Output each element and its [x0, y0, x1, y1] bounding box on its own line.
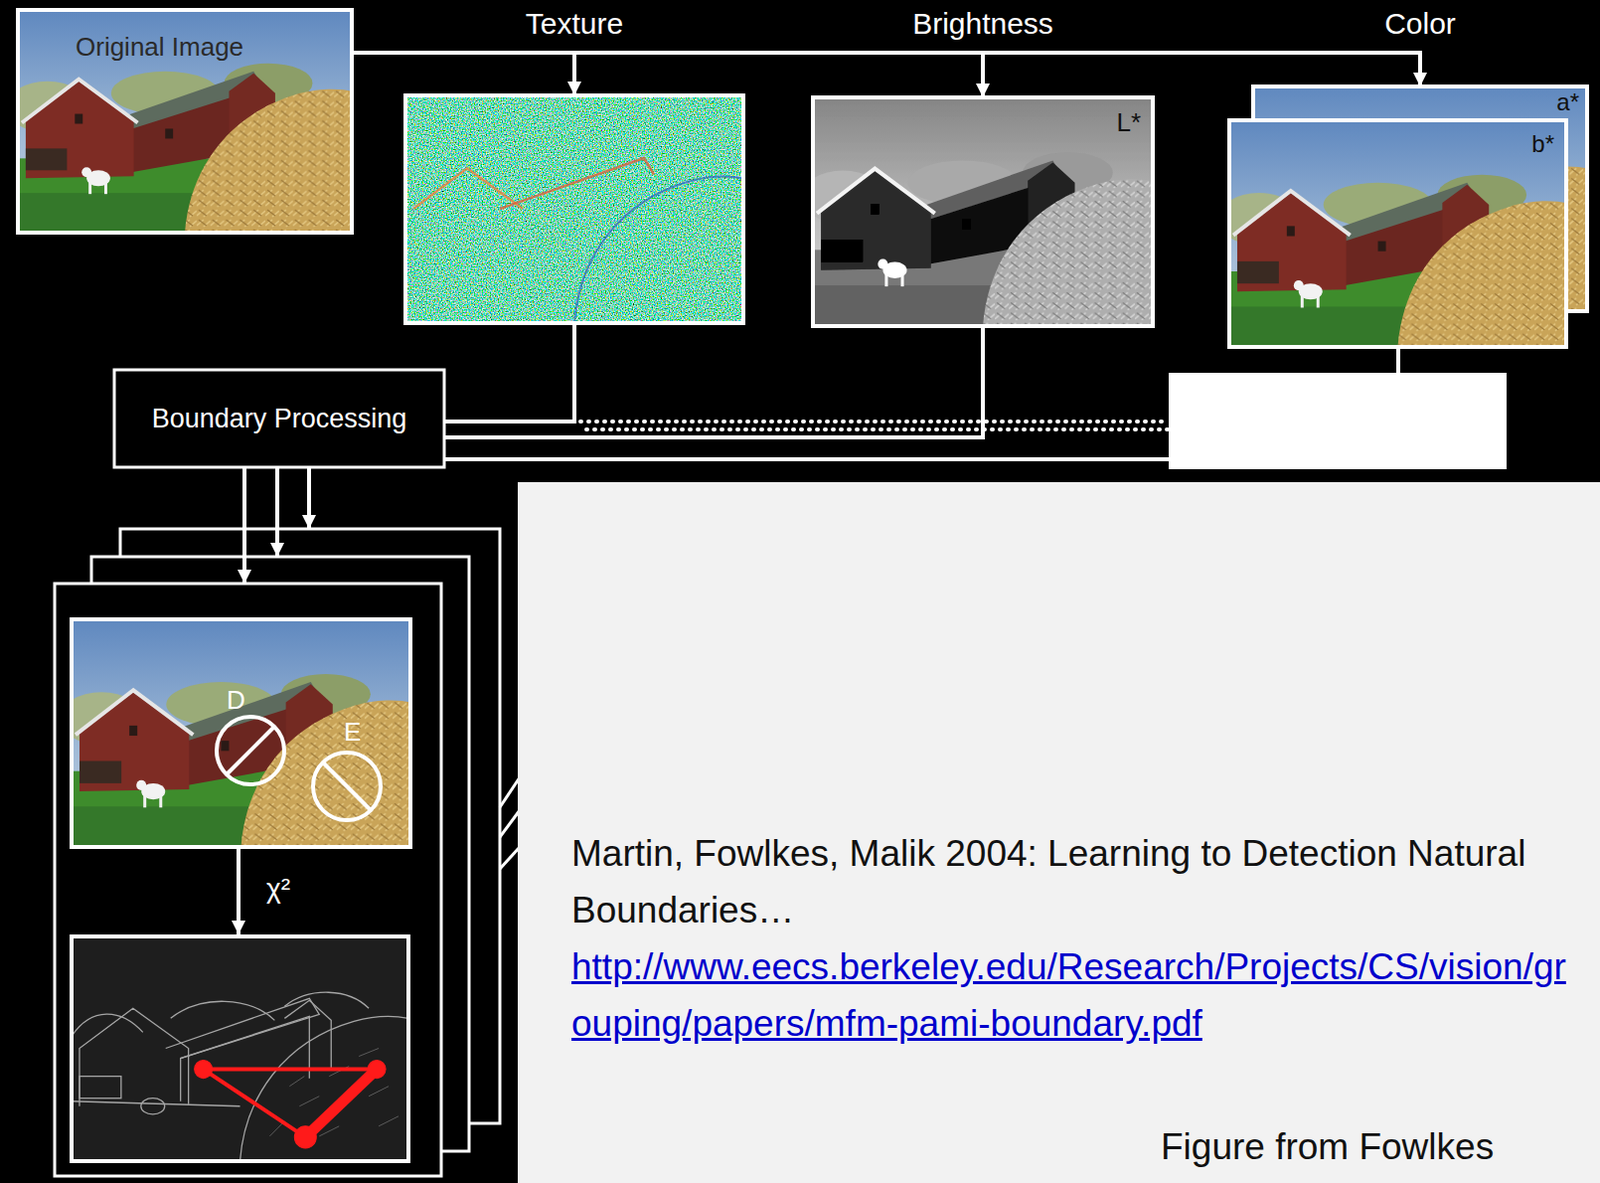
illustration-part: [71, 936, 409, 1161]
illustration-part: [71, 619, 411, 847]
image-box: Original Image: [17, 9, 352, 233]
illustration-part: [71, 991, 369, 1036]
illustration-part: [313, 752, 381, 820]
illustration-part: [180, 1015, 311, 1101]
channel-heading: Color: [1253, 5, 1588, 42]
illustration-part: [141, 1098, 165, 1115]
illustration-part: [203, 1067, 377, 1072]
connector: [351, 52, 1421, 87]
illustration-part: [499, 777, 520, 807]
process-label: Boundary Processing: [114, 369, 445, 468]
illustration-part: [54, 583, 442, 1176]
channel-image: BrightnessL*: [812, 97, 1153, 326]
citation-link: http://www.eecs.berkeley.edu/Research/Pr…: [571, 938, 1576, 1052]
illustration-part: [71, 936, 409, 1161]
illustration-part: [240, 1015, 410, 1161]
illustration-part: [71, 1101, 241, 1107]
illustration-part: [79, 1007, 189, 1106]
illustration-part: [59, 619, 411, 847]
illustration-part: [5, 9, 352, 233]
illustration-part: [269, 1047, 399, 1135]
illustration-part: [322, 762, 371, 810]
illustration-part: [812, 97, 1153, 326]
illustration-part: [59, 619, 411, 847]
figure-credit: Figure from Fowlkes: [1160, 1118, 1494, 1175]
channel-image: b*: [1229, 120, 1567, 347]
illustration-part: [17, 9, 352, 233]
connector: [351, 52, 983, 98]
illustration-part: [194, 1060, 386, 1148]
illustration-part: [307, 467, 312, 529]
connector: [444, 325, 983, 438]
connector: [351, 52, 575, 96]
connector: [242, 467, 247, 584]
illustration-part: [1217, 120, 1567, 347]
illustration-part: [580, 419, 1169, 424]
illustration-part: [216, 716, 285, 785]
illustration-part: [405, 95, 744, 323]
illustration-part: [800, 97, 1153, 326]
disc-image: DE: [71, 619, 411, 847]
channel-tag: L*: [1116, 107, 1141, 139]
illustration-part: [499, 809, 520, 837]
illustration-part: [800, 97, 1153, 326]
disc-label: E: [343, 716, 361, 748]
illustration-part: [499, 846, 520, 869]
illustration-part: [294, 1125, 317, 1148]
channel-image: Texture: [405, 95, 744, 323]
illustration-part: [226, 726, 275, 775]
cover-box: [1168, 372, 1507, 470]
image-title: Original Image: [75, 31, 244, 63]
connector: [444, 322, 575, 422]
illustration-part: [236, 848, 241, 935]
illustration-part: [5, 9, 352, 233]
illustration-part: [405, 95, 744, 323]
disc-label: D: [226, 684, 246, 716]
illustration-part: [367, 1060, 386, 1079]
illustration-part: [284, 999, 331, 1068]
illustration-part: [586, 427, 1169, 432]
channel-tag: b*: [1531, 130, 1555, 160]
channel-heading: Brightness: [812, 5, 1153, 42]
operator-label: χ²: [266, 871, 291, 906]
illustration-part: [800, 97, 1153, 326]
illustration-part: [305, 1069, 377, 1137]
illustration-part: [275, 467, 280, 557]
channel-heading: Texture: [405, 5, 744, 42]
citation-panel: Martin, Fowlkes, Malik 2004: Learning to…: [517, 481, 1600, 1183]
channel-image: Colora*: [1253, 86, 1588, 312]
channel-tag: a*: [1556, 88, 1580, 118]
illustration-part: [413, 167, 523, 209]
illustration-part: [203, 1069, 307, 1137]
illustration-part: [194, 1060, 213, 1079]
process-box: Boundary Processing: [114, 369, 445, 468]
illustration-part: [269, 1047, 399, 1135]
illustration-part: [405, 95, 744, 323]
citation-text: Martin, Fowlkes, Malik 2004: Learning to…: [571, 824, 1576, 939]
illustration-part: [1229, 120, 1567, 347]
illustration-part: [79, 1076, 122, 1099]
stack-frame: χ²DE: [54, 583, 442, 1176]
illustration-part: [71, 991, 409, 1161]
illustration-part: [499, 158, 654, 209]
illustration-part: [114, 369, 445, 468]
illustration-part: [1217, 120, 1567, 347]
illustration-part: [71, 936, 409, 1161]
illustration-part: [574, 176, 744, 323]
